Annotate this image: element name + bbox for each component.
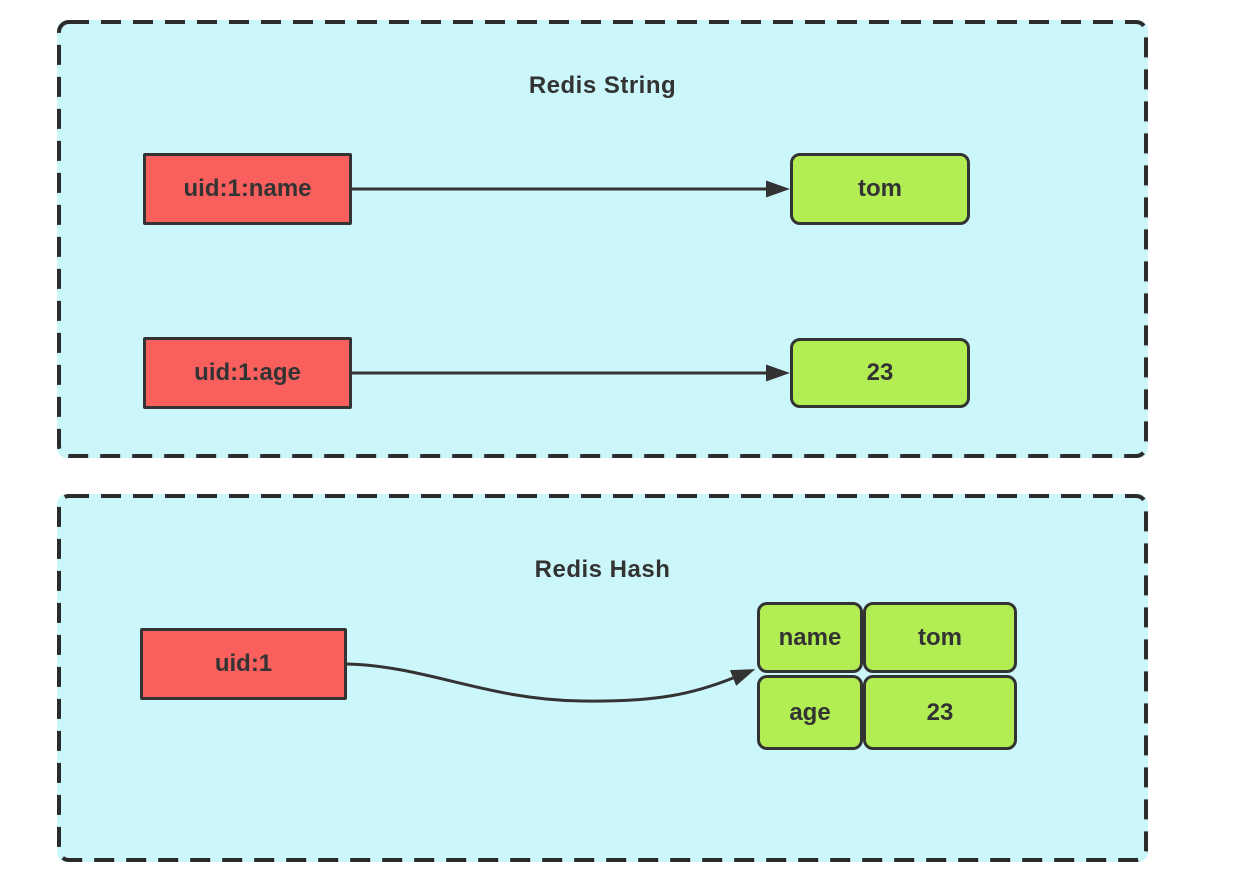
redis-string-panel: Redis String uid:1:name tom uid:1:age 23 xyxy=(57,20,1148,458)
value-node-23: 23 xyxy=(790,338,970,408)
hash-value-cell-tom: tom xyxy=(863,602,1017,673)
value-node-tom: tom xyxy=(790,153,970,225)
hash-panel-title: Redis Hash xyxy=(534,556,671,583)
hash-panel-graphics xyxy=(57,494,1148,862)
redis-hash-panel: Redis Hash uid:1 name tom age 23 xyxy=(57,494,1148,862)
hash-field-cell-age: age xyxy=(757,675,863,750)
key-node-uid-1-name: uid:1:name xyxy=(143,153,352,225)
key-node-uid-1-age: uid:1:age xyxy=(143,337,352,409)
arrow-uid1-to-hash-table xyxy=(346,662,756,703)
string-panel-dashed-border xyxy=(57,20,1148,458)
key-node-uid-1: uid:1 xyxy=(140,628,347,700)
string-panel-graphics xyxy=(57,20,1148,458)
hash-field-cell-name: name xyxy=(757,602,863,673)
hash-panel-dashed-border xyxy=(57,494,1148,862)
hash-value-cell-23: 23 xyxy=(863,675,1017,750)
string-panel-title: Redis String xyxy=(528,72,677,99)
